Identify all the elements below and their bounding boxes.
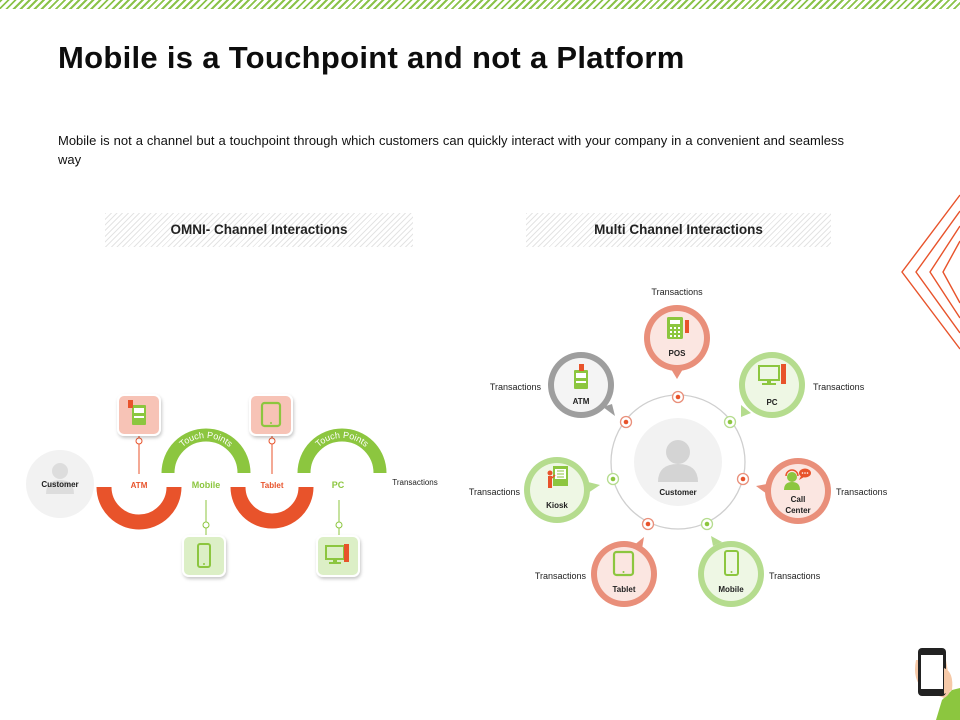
call-center-transactions: Transactions — [836, 487, 888, 497]
omni-mobile-tile — [182, 535, 226, 577]
call-center-label-line2: Center — [785, 506, 810, 515]
top-decorative-stripe — [0, 0, 960, 9]
atm-icon — [128, 400, 146, 425]
kiosk-transactions: Transactions — [469, 487, 521, 497]
mobile-transactions: Transactions — [769, 571, 821, 581]
touch-points-label-1: Touch Points — [177, 430, 235, 449]
channel-pos: POS Transactions — [644, 287, 710, 379]
channel-mobile: Mobile Transactions — [698, 536, 821, 607]
omni-arc-pc — [297, 428, 387, 474]
customer-silhouette-icon — [658, 440, 698, 482]
omni-arc-atm — [96, 486, 182, 530]
tablet-transactions: Transactions — [535, 571, 587, 581]
omni-arc-mobile — [161, 428, 251, 474]
channel-call-center: Call Center Transactions — [756, 458, 888, 524]
channel-atm: ATM Transactions — [490, 352, 615, 418]
mobile-phone-icon — [197, 543, 211, 568]
multi-customer: Customer — [634, 418, 722, 506]
channel-tablet: Tablet Transactions — [535, 537, 657, 607]
multi-channel-header: Multi Channel Interactions — [526, 213, 831, 247]
decorative-chevrons — [901, 194, 960, 350]
omni-arc-tablet — [230, 486, 314, 529]
tablet-label: Tablet — [613, 585, 636, 594]
hand-holding-phone-icon — [915, 648, 960, 720]
kiosk-icon — [547, 466, 568, 488]
omni-tablet-label: Tablet — [261, 481, 284, 490]
omni-transactions-label: Transactions — [392, 478, 438, 487]
call-center-agent-icon — [784, 468, 811, 490]
pc-transactions: Transactions — [813, 382, 865, 392]
page-description: Mobile is not a channel but a touchpoint… — [58, 133, 844, 167]
omni-channel-header: OMNI- Channel Interactions — [105, 213, 413, 247]
desktop-pc-icon — [325, 544, 349, 564]
tablet-icon — [612, 550, 635, 577]
omni-tablet-tile — [249, 394, 293, 436]
customer-silhouette-icon — [46, 463, 74, 494]
mobile-label: Mobile — [718, 585, 744, 594]
pos-transactions: Transactions — [651, 287, 703, 297]
pos-terminal-icon — [667, 317, 689, 339]
pos-label: POS — [669, 349, 687, 358]
mobile-phone-icon — [724, 550, 739, 576]
omni-atm-tile — [117, 394, 161, 436]
kiosk-label: Kiosk — [546, 501, 568, 510]
touch-points-label-2: Touch Points — [313, 430, 371, 449]
omni-customer-label: Customer — [41, 480, 78, 489]
channel-pc: PC Transactions — [739, 352, 865, 418]
atm-transactions: Transactions — [490, 382, 542, 392]
pc-label: PC — [766, 398, 777, 407]
multi-customer-label: Customer — [659, 488, 696, 497]
omni-pc-label: PC — [332, 480, 345, 490]
tablet-icon — [260, 401, 282, 428]
call-center-label-line1: Call — [791, 495, 806, 504]
atm-icon — [574, 364, 588, 389]
omni-customer: Customer — [26, 450, 94, 518]
atm-label: ATM — [573, 397, 590, 406]
page-title: Mobile is a Touchpoint and not a Platfor… — [58, 40, 685, 75]
omni-atm-label: ATM — [131, 481, 148, 490]
omni-mobile-label: Mobile — [192, 480, 221, 490]
multi-channel-header-text: Multi Channel Interactions — [594, 222, 763, 237]
omni-pc-tile — [316, 535, 360, 577]
channel-kiosk: Kiosk Transactions — [469, 457, 600, 523]
desktop-pc-icon — [758, 364, 786, 385]
omni-channel-header-text: OMNI- Channel Interactions — [170, 222, 348, 237]
